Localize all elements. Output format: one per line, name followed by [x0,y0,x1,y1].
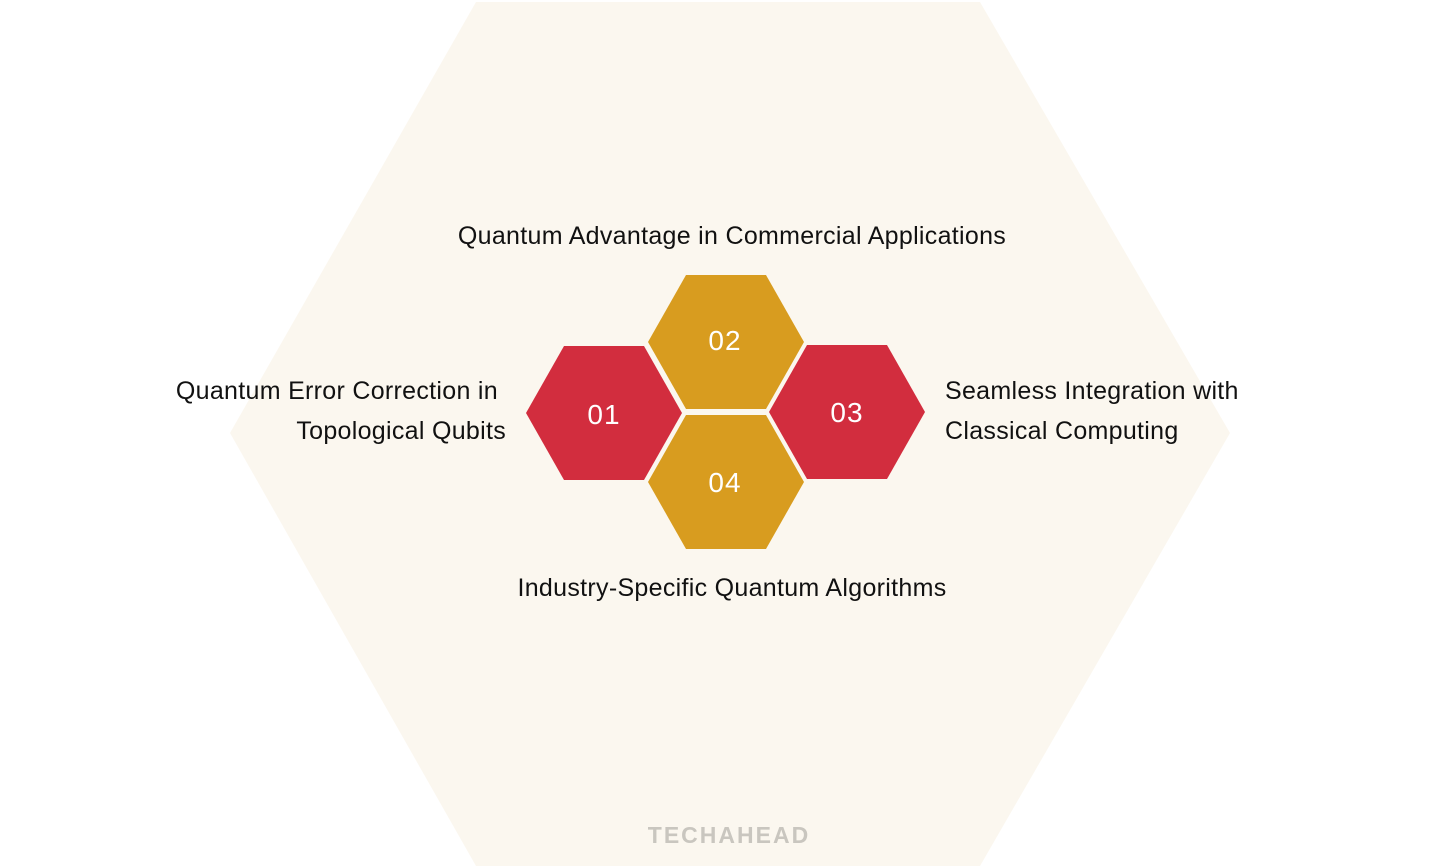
number-01: 01 [587,399,621,430]
label-03-line2: Classical Computing [945,417,1179,445]
label-01-line2: Topological Qubits [296,417,506,445]
techahead-logo: TECHAHEAD [647,822,811,848]
hexagon-04 [648,415,804,549]
number-04: 04 [708,467,742,498]
label-01-line1: Quantum Error Correction in [175,377,498,405]
hexagon-01 [526,346,682,480]
number-02: 02 [708,325,742,356]
number-03: 03 [830,397,864,428]
label-03-line1: Seamless Integration with [945,377,1239,405]
label-02: Quantum Advantage in Commercial Applicat… [457,222,1007,250]
label-04: Industry-Specific Quantum Algorithms [517,574,947,602]
hexagon-03 [769,345,925,479]
hexagon-02 [648,275,804,409]
